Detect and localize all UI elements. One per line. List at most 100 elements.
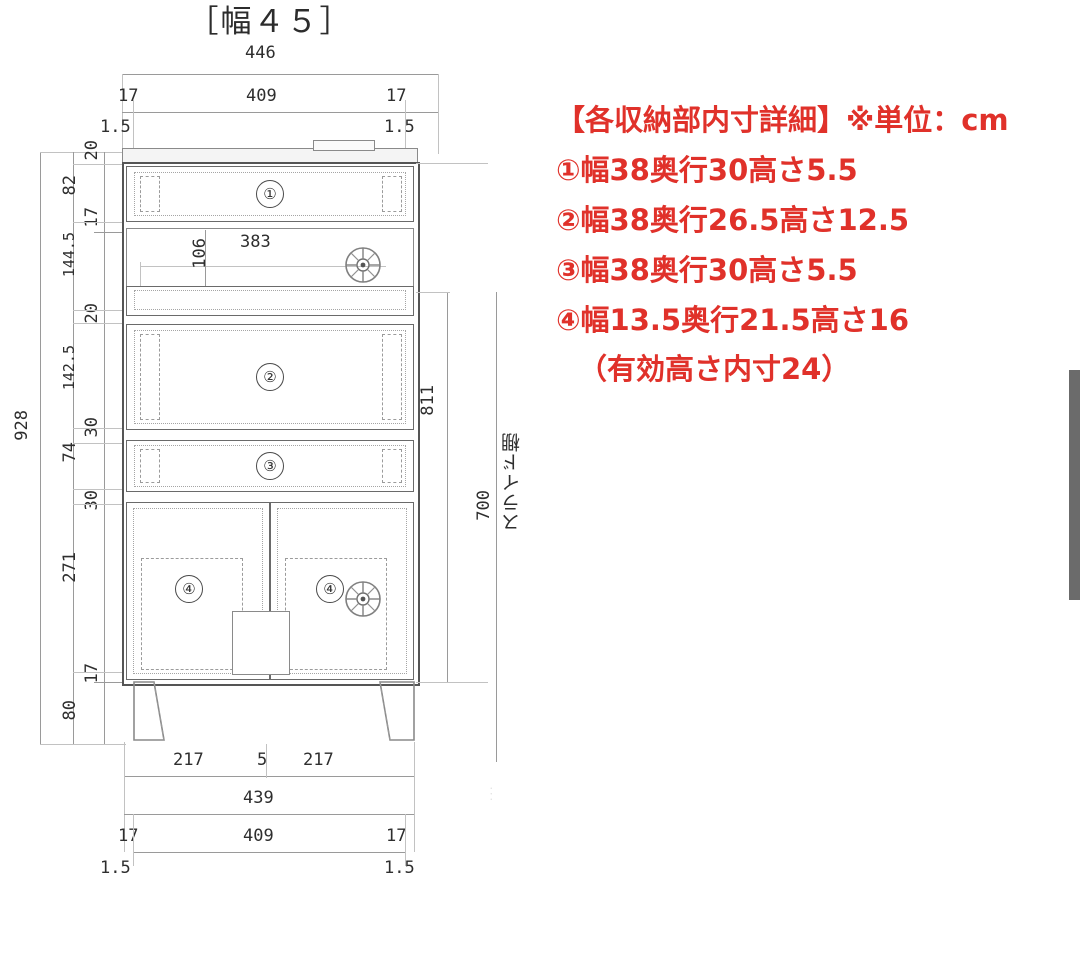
dim-left-30-lower: 30	[82, 490, 102, 511]
dim-bottom-right-17: 17	[386, 826, 407, 846]
extline-right-top	[416, 163, 488, 164]
dim-bottom-center-5: 5	[257, 750, 268, 770]
extline-bottom-left	[124, 742, 125, 852]
dim-top-left-1-5: 1.5	[100, 117, 131, 137]
annotation-item-3: ③幅38奥行30高さ5.5	[556, 252, 858, 287]
extline-top-446-left	[122, 74, 123, 154]
dim-bottom-left-217: 217	[173, 750, 204, 770]
dim-left-17-upper: 17	[82, 207, 102, 228]
extline-right-bottom	[416, 682, 488, 683]
dim-top-right-17: 17	[386, 86, 407, 106]
dim-bottom-409: 409	[243, 826, 274, 846]
tick-489	[73, 489, 128, 490]
dim-left-17-lower: 17	[82, 663, 102, 684]
knob-icon-upper	[345, 247, 381, 283]
page-title: ［幅４５］	[187, 4, 353, 40]
dim-right-811: 811	[418, 385, 438, 416]
marker-4-left: ④	[175, 575, 203, 603]
dim-left-74: 74	[60, 442, 80, 463]
dim-top-409: 409	[246, 86, 277, 106]
dim-left-82: 82	[60, 175, 80, 196]
dimline-left-928	[40, 152, 41, 744]
extline-bottom-right	[414, 742, 415, 852]
extline-106	[140, 262, 141, 296]
slide-tray	[126, 286, 414, 316]
dim-bottom-right-217: 217	[303, 750, 334, 770]
slide-shelf-label: スライド棚	[501, 432, 523, 532]
extline-bottom-17-right	[405, 814, 406, 866]
dim-right-700: 700	[474, 490, 494, 521]
tick-310	[73, 310, 128, 311]
dim-left-20-mid: 20	[82, 303, 102, 324]
cabinet-top-notch	[313, 140, 375, 151]
knob-icon-lower	[345, 581, 381, 617]
drawer-3-side-right	[382, 449, 402, 483]
dimline-top-409	[122, 112, 438, 113]
tick-682	[94, 682, 128, 683]
cabinet-legs	[133, 681, 415, 741]
extline-bottom-center	[266, 744, 267, 778]
dim-bottom-left-17: 17	[118, 826, 139, 846]
drawer-3-side-left	[140, 449, 160, 483]
slide-tray-inner	[134, 290, 406, 310]
annotation-item-5: （有効高さ内寸24）	[578, 352, 851, 387]
dimline-106	[205, 230, 206, 294]
annotation-item-1: ①幅38奥行30高さ5.5	[556, 152, 858, 187]
drawer-3-inner-outline	[134, 445, 406, 487]
drawer-1-side-right	[382, 176, 402, 212]
dimline-bottom-439	[124, 814, 414, 815]
tick-504	[73, 504, 128, 505]
scrollbar-track[interactable]	[1069, 0, 1080, 964]
dim-left-144-5: 144.5	[60, 232, 78, 278]
extline-bottom-17-left	[133, 814, 134, 866]
door-left-inner-outline	[133, 508, 263, 674]
dimline-bottom-409	[133, 852, 405, 853]
dim-inner-106: 106	[190, 238, 210, 269]
extline-928-bottom	[40, 744, 126, 745]
tick-164	[73, 164, 128, 165]
dim-bottom-439: 439	[243, 788, 274, 808]
annotation-block: 【各収納部内寸詳細】※単位：cm ①幅38奥行30高さ5.5 ②幅38奥行26.…	[556, 96, 1066, 395]
dimline-bottom-217	[124, 776, 414, 777]
drawer-1-inner-outline	[134, 172, 406, 216]
marker-4-right: ④	[316, 575, 344, 603]
drawer-2-side-right	[382, 334, 402, 420]
dimline-left-inner	[104, 152, 105, 744]
drawer-2-inner-outline	[134, 330, 406, 424]
door-right-inner-outline	[277, 508, 407, 674]
extline-811-top	[416, 292, 450, 293]
dim-top-left-17: 17	[118, 86, 139, 106]
dim-top-right-1-5: 1.5	[384, 117, 415, 137]
tick-323	[73, 323, 128, 324]
extline-top-17-left	[133, 100, 134, 154]
tick-428	[73, 428, 128, 429]
dim-left-271: 271	[60, 552, 80, 583]
tick-443	[73, 443, 128, 444]
marker-3: ③	[256, 452, 284, 480]
dimline-left-chain	[73, 152, 74, 744]
extline-928-top	[40, 152, 126, 153]
extline-top-17-right	[405, 100, 406, 154]
marker-1: ①	[256, 180, 284, 208]
dimline-383	[140, 266, 386, 267]
scrollbar-thumb[interactable]	[1069, 370, 1080, 600]
extline-top-446-right	[438, 74, 439, 154]
dim-left-80: 80	[60, 700, 80, 721]
dim-inner-383: 383	[240, 232, 271, 252]
dim-left-142-5: 142.5	[60, 345, 78, 391]
marker-2: ②	[256, 363, 284, 391]
dim-left-overall-928: 928	[12, 410, 32, 441]
drawer-1-side-left	[140, 176, 160, 212]
annotation-heading: 【各収納部内寸詳細】※単位：cm	[556, 103, 1009, 137]
tick-222	[73, 222, 128, 223]
annotation-item-2: ②幅38奥行26.5高さ12.5	[556, 202, 910, 237]
dimline-top-446	[122, 74, 438, 75]
tick-232	[94, 232, 128, 233]
dim-left-20-top: 20	[82, 140, 102, 161]
dim-top-overall-446: 446	[245, 43, 276, 63]
center-divider-detail	[232, 611, 290, 675]
dim-bottom-right-1-5: 1.5	[384, 858, 415, 878]
drawer-2-side-left	[140, 334, 160, 420]
dimline-811	[447, 292, 448, 682]
